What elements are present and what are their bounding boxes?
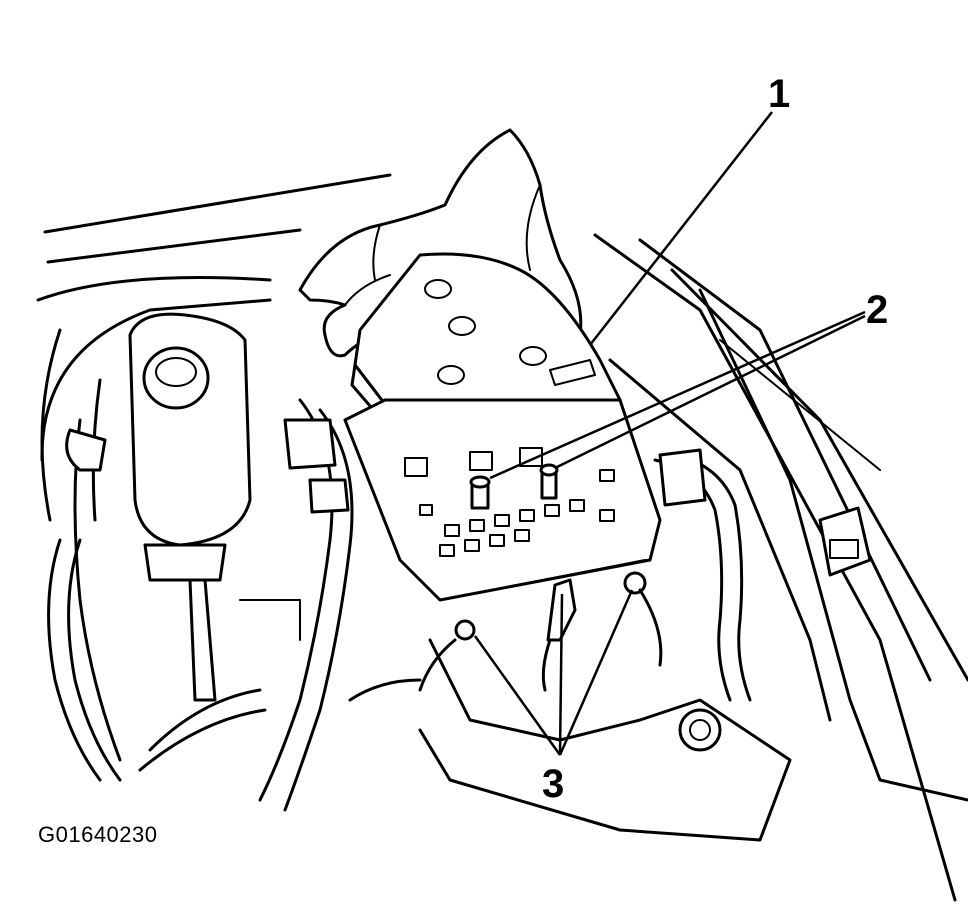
hood-outline	[36, 173, 392, 522]
brake-fluid-reservoir	[128, 312, 252, 702]
callout-leaders	[473, 111, 866, 756]
fuse-block-studs	[469, 463, 559, 510]
connectors	[283, 418, 872, 577]
lower-components	[239, 599, 792, 842]
fender-panels	[593, 233, 968, 902]
underhood-fuse-block	[343, 398, 662, 602]
callout-label-3: 3	[542, 762, 565, 806]
figure-identifier: G01640230	[38, 822, 158, 847]
brake-booster	[65, 378, 122, 762]
callout-label-1: 1	[768, 72, 791, 116]
callout-label-2: 2	[866, 288, 889, 332]
